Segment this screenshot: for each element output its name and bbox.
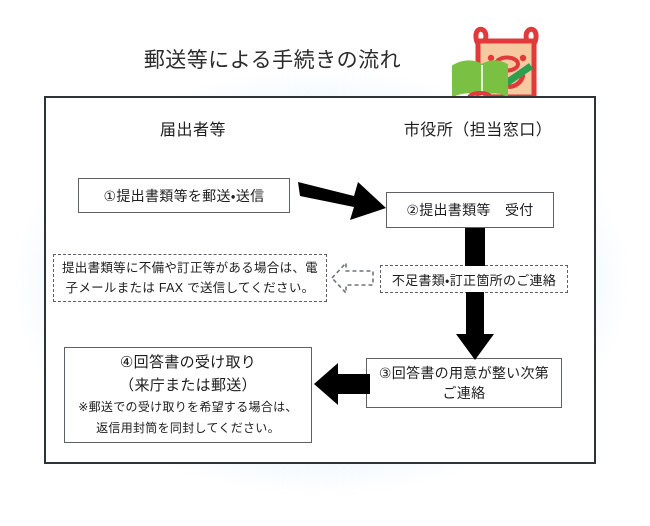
- step-box-4-line3: ※郵送での受け取りを希望する場合は、: [78, 400, 298, 414]
- step-box-3-line2: ご連絡: [442, 385, 486, 401]
- column-header-city-office: 市役所（担当窓口）: [403, 122, 553, 139]
- connector-bar-down: [465, 228, 485, 266]
- step-box-4: ④回答書の受け取り （来庁または郵送） ※郵送での受け取りを希望する場合は、 返…: [64, 347, 312, 443]
- column-header-applicant: 届出者等: [159, 122, 226, 139]
- arrow-left-reply-icon: [314, 362, 370, 406]
- step-box-3-line1: ③回答書の用意が整い次第: [378, 365, 550, 381]
- note-box-shortage: 不足書類・訂正箇所のご連絡: [380, 265, 568, 293]
- step-box-4-line2: （来庁または郵送）: [119, 377, 257, 394]
- note-box-correction-line2: 子メールまたは FAX で送信してください。: [65, 281, 315, 295]
- step-box-2: ②提出書類等 受付: [386, 192, 554, 228]
- step-box-3: ③回答書の用意が整い次第 ご連絡: [366, 358, 562, 408]
- page-title: 郵送等による手続きの流れ: [143, 49, 402, 72]
- step-box-1-text: ①提出書類等を郵送・送信: [103, 187, 265, 204]
- arrow-down-contact-icon: [456, 292, 494, 360]
- note-box-correction: 提出書類等に不備や訂正等がある場合は、電 子メールまたは FAX で送信してくだ…: [53, 254, 327, 302]
- step-box-4-line1: ④回答書の受け取り: [119, 354, 257, 371]
- step-box-4-line4: 返信用封筒を同封してください。: [96, 421, 280, 435]
- note-box-correction-line1: 提出書類等に不備や訂正等がある場合は、電: [61, 261, 318, 275]
- step-box-1: ①提出書類等を郵送・送信: [78, 178, 290, 213]
- step-box-2-text: ②提出書類等 受付: [406, 202, 534, 218]
- arrow-right-submit-icon: [296, 176, 388, 224]
- arrow-left-dashed-icon: [330, 258, 376, 298]
- note-box-shortage-text: 不足書類・訂正箇所のご連絡: [391, 272, 557, 288]
